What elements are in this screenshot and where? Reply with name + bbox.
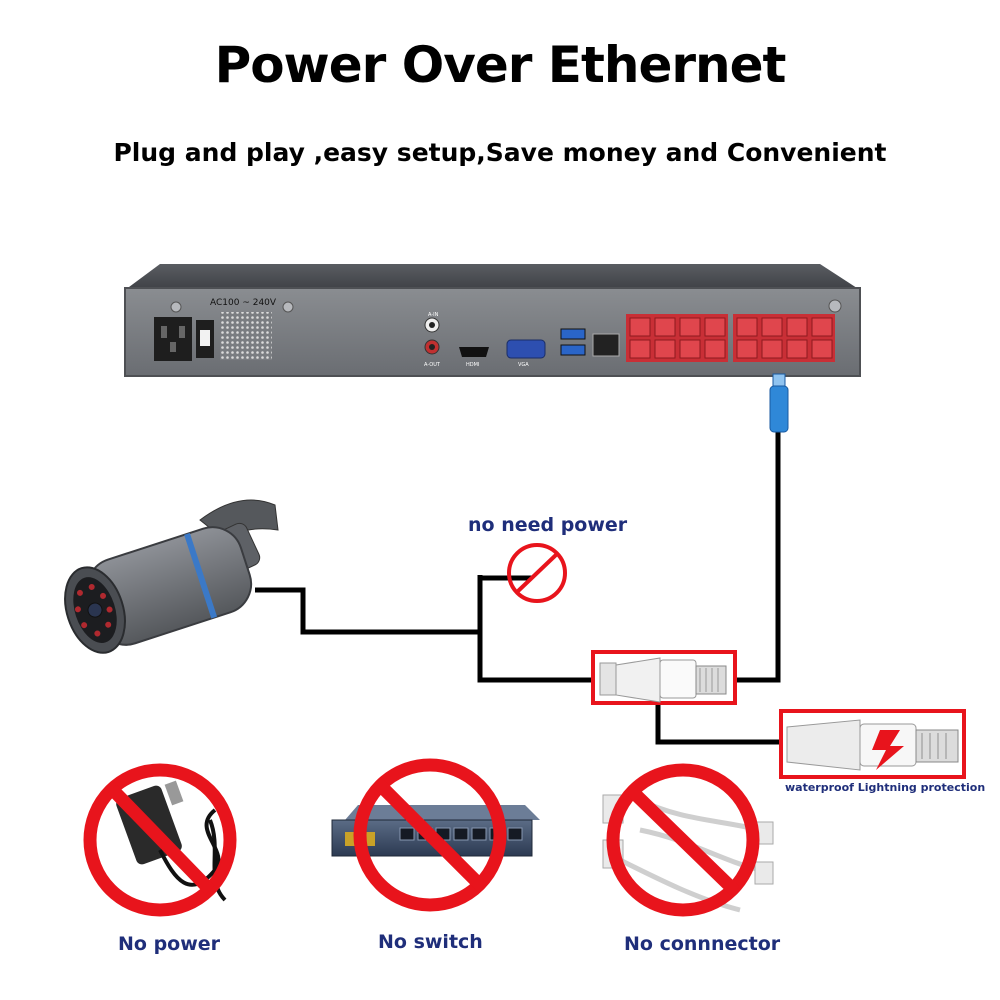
lightning-protector-box xyxy=(779,709,966,779)
no-switch-item xyxy=(331,758,540,912)
nvr-device: AC100 ~ 240V A-IN A-OUT HDMI VGA xyxy=(124,264,861,377)
prohibit-icon xyxy=(83,763,237,917)
hdmi-port xyxy=(459,347,489,357)
power-inlet xyxy=(154,317,192,361)
no-switch-label: No switch xyxy=(378,931,483,953)
no-connector-item xyxy=(602,763,774,917)
ground-screw xyxy=(828,299,842,313)
audio-out-label: A-OUT xyxy=(424,362,441,368)
nvr-uplink-cable xyxy=(735,432,781,683)
usb-port xyxy=(560,344,586,356)
no-power-label: No power xyxy=(118,933,221,955)
no-need-power-label: no need power xyxy=(468,514,628,536)
lightning-branch-cable xyxy=(655,703,783,745)
prohibit-icon xyxy=(353,758,507,912)
usb-port xyxy=(560,328,586,340)
cable-network xyxy=(255,432,783,745)
waterproof-label: waterproof Lightning protection xyxy=(785,781,986,794)
power-label: AC100 ~ 240V xyxy=(210,298,277,308)
no-power-prohibit-icon xyxy=(507,543,567,603)
no-power-item xyxy=(83,763,237,917)
fan-vent xyxy=(220,312,272,360)
lan-port xyxy=(592,333,620,357)
bullet-camera xyxy=(64,499,279,654)
page-title: Power Over Ethernet xyxy=(214,36,787,94)
poe-connector-box xyxy=(591,650,737,705)
poe-port-block xyxy=(626,314,835,362)
page-subtitle: Plug and play ,easy setup,Save money and… xyxy=(113,138,887,167)
audio-in-label: A-IN xyxy=(428,312,439,318)
vga-label: VGA xyxy=(518,362,529,368)
vga-port xyxy=(506,339,546,359)
no-connector-label: No connnector xyxy=(624,933,781,955)
hdmi-label: HDMI xyxy=(466,362,479,368)
nvr-top-panel xyxy=(125,264,860,290)
rj45-plug xyxy=(769,373,789,433)
camera-cable xyxy=(255,587,480,635)
prohibit-icon xyxy=(606,763,760,917)
lightning-icon xyxy=(872,730,904,770)
poe-branch-cable xyxy=(477,575,598,683)
